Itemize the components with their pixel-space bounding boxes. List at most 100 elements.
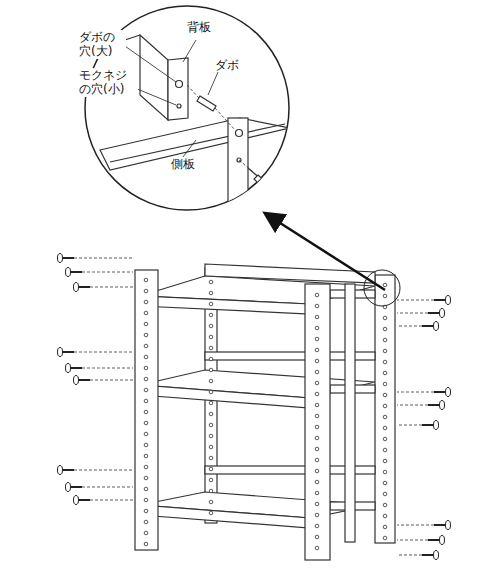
- hole: [209, 368, 213, 372]
- part-label: 背板: [186, 20, 212, 34]
- hole: [144, 531, 148, 535]
- hole: [144, 289, 148, 293]
- hole: [144, 388, 148, 392]
- hole: [383, 536, 387, 540]
- hole: [315, 513, 319, 517]
- hole: [144, 377, 148, 381]
- hole: [144, 355, 148, 359]
- hole: [315, 524, 319, 528]
- hole: [315, 370, 319, 374]
- hole: [383, 426, 387, 430]
- hole: [315, 381, 319, 385]
- leader-lines: [122, 40, 218, 157]
- hole: [209, 478, 213, 482]
- hole: [144, 322, 148, 326]
- hole: [383, 382, 387, 386]
- hole: [315, 546, 319, 550]
- hole: [383, 360, 387, 364]
- screw: [397, 309, 445, 318]
- part-label: 側板: [170, 157, 196, 171]
- hole: [144, 443, 148, 447]
- screw: [397, 551, 439, 560]
- hole: [383, 404, 387, 408]
- hole: [144, 542, 148, 546]
- screw: [74, 283, 134, 292]
- hole: [383, 481, 387, 485]
- hole: [383, 338, 387, 342]
- hole: [315, 315, 319, 319]
- hole: [144, 399, 148, 403]
- hole: [144, 487, 148, 491]
- hole: [209, 302, 213, 306]
- detail-marker: [364, 270, 400, 306]
- hole: [209, 313, 213, 317]
- hole: [144, 432, 148, 436]
- hole: [315, 491, 319, 495]
- hole: [209, 500, 213, 504]
- hole: [315, 535, 319, 539]
- hole: [383, 349, 387, 353]
- hole: [315, 392, 319, 396]
- hole: [209, 434, 213, 438]
- hole: [383, 492, 387, 496]
- screw: [74, 496, 134, 505]
- hole: [209, 291, 213, 295]
- screw: [397, 388, 451, 397]
- hole: [315, 304, 319, 308]
- screw: [397, 536, 445, 545]
- hole: [383, 415, 387, 419]
- screw: [66, 364, 134, 373]
- hole: [383, 393, 387, 397]
- hole: [144, 300, 148, 304]
- hole: [383, 294, 387, 298]
- hole: [144, 520, 148, 524]
- hole: [209, 335, 213, 339]
- hole: [209, 412, 213, 416]
- screw: [58, 466, 134, 475]
- hole: [315, 458, 319, 462]
- hole: [144, 498, 148, 502]
- hole: [383, 470, 387, 474]
- hole: [315, 403, 319, 407]
- hole: [383, 316, 387, 320]
- part-label: モクネジ の穴(小): [78, 68, 138, 97]
- screws: [58, 254, 451, 560]
- callout-detail: [100, 35, 290, 218]
- screw: [397, 421, 439, 430]
- hole: [209, 280, 213, 284]
- hole: [209, 401, 213, 405]
- hole: [144, 509, 148, 513]
- hole: [144, 465, 148, 469]
- screw: [66, 483, 134, 492]
- hole: [144, 366, 148, 370]
- hole: [383, 448, 387, 452]
- hole: [315, 326, 319, 330]
- screw: [397, 401, 445, 410]
- hole: [209, 511, 213, 515]
- hole: [209, 445, 213, 449]
- hole: [209, 357, 213, 361]
- screw: [66, 268, 134, 277]
- hole: [383, 525, 387, 529]
- hole: [315, 447, 319, 451]
- hole: [315, 502, 319, 506]
- hole: [209, 379, 213, 383]
- hole: [144, 476, 148, 480]
- hole: [315, 469, 319, 473]
- hole: [144, 421, 148, 425]
- hole: [209, 467, 213, 471]
- assembly-lines: [187, 85, 252, 171]
- hole: [315, 414, 319, 418]
- hole: [315, 359, 319, 363]
- screw: [58, 254, 134, 263]
- hole-rows: [144, 278, 387, 550]
- hole: [315, 293, 319, 297]
- hole: [383, 371, 387, 375]
- hole: [383, 437, 387, 441]
- hole: [383, 459, 387, 463]
- hole: [383, 283, 387, 287]
- hole: [144, 311, 148, 315]
- part-label: ダボ: [214, 58, 240, 72]
